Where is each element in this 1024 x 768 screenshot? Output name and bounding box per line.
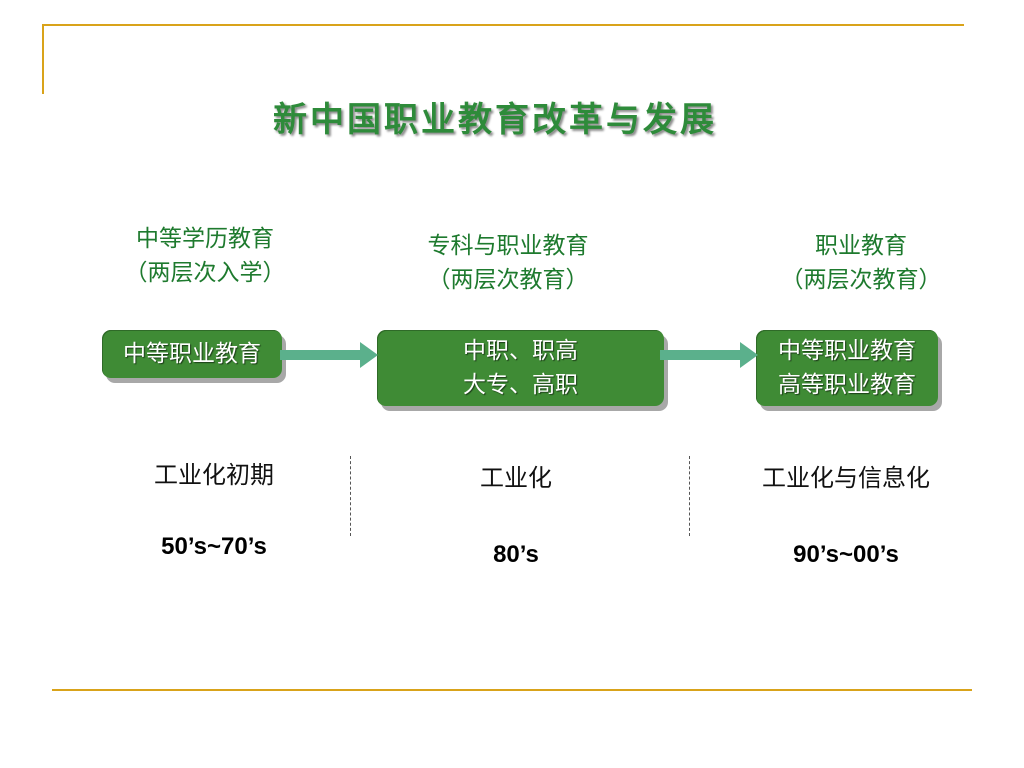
- stage-2-label-line2: （两层次教育）: [427, 267, 589, 293]
- stage-3-box-line1: 中等职业教育: [778, 338, 916, 364]
- stage-1-box: 中等职业教育: [102, 330, 282, 378]
- stage-3-box: 中等职业教育 高等职业教育: [756, 330, 938, 406]
- stage-1-label-line1: 中等学历教育: [136, 226, 274, 252]
- divider-2: [689, 456, 690, 536]
- stage-3-years: 90’s~00’s: [793, 541, 899, 568]
- arrow-right-icon: [280, 342, 378, 368]
- stage-2-box-line1: 中职、职高: [463, 338, 578, 364]
- stage-2-years: 80’s: [493, 541, 539, 568]
- stage-1-box-line1: 中等职业教育: [123, 341, 261, 367]
- left-accent-line: [42, 24, 44, 94]
- stage-3-label-line1: 职业教育: [815, 233, 907, 259]
- stage-2-box-line2: 大专、高职: [463, 372, 578, 398]
- stage-2-era: 工业化: [480, 464, 552, 492]
- divider-1: [350, 456, 351, 536]
- stage-1-years: 50’s~70’s: [161, 533, 267, 560]
- bottom-accent-line: [52, 689, 972, 691]
- stage-2-label-line1: 专科与职业教育: [427, 233, 589, 259]
- slide-title: 新中国职业教育改革与发展: [273, 100, 717, 140]
- stage-3-era: 工业化与信息化: [762, 464, 930, 492]
- top-accent-line: [42, 24, 964, 26]
- stage-1-label-line2: （两层次入学）: [124, 260, 286, 286]
- stage-3-box-line2: 高等职业教育: [778, 372, 916, 398]
- arrow-right-icon: [660, 342, 758, 368]
- stage-1-label: 中等学历教育 （两层次入学）: [95, 222, 315, 290]
- stage-1-era: 工业化初期: [154, 461, 274, 489]
- stage-2-box: 中职、职高 大专、高职: [377, 330, 664, 406]
- stage-3-label-line2: （两层次教育）: [780, 267, 942, 293]
- stage-2-label: 专科与职业教育 （两层次教育）: [398, 229, 618, 297]
- stage-3-label: 职业教育 （两层次教育）: [756, 229, 966, 297]
